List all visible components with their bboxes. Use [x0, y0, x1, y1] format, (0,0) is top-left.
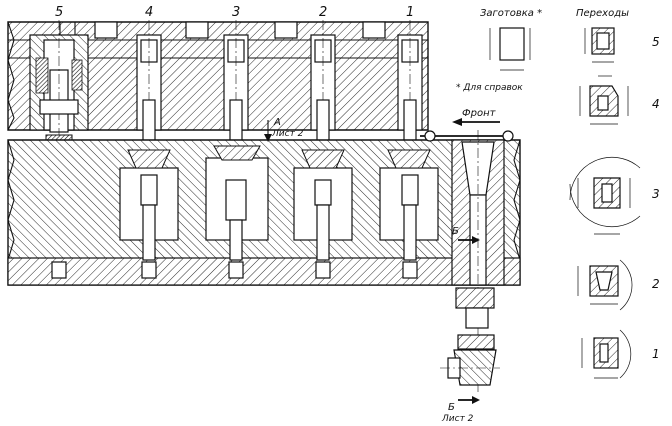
transition-number-2: 2 — [652, 277, 660, 291]
lower-die-block — [7, 139, 521, 286]
transition-3-sketch — [569, 156, 641, 235]
transition-number-1: 1 — [652, 347, 660, 361]
transition-numbers: 5 4 3 2 1 — [652, 35, 660, 361]
station-labels: 5 4 3 2 1 — [55, 5, 414, 20]
blank-title: Заготовка * — [480, 8, 542, 19]
punch-station-3 — [223, 20, 249, 265]
station-label-5: 5 — [55, 5, 63, 20]
view-a-letter: А — [273, 117, 281, 128]
station-label-3: 3 — [232, 5, 240, 20]
feed-unit — [420, 118, 514, 395]
transition-5-sketch — [584, 27, 615, 63]
section-b-letter-bottom: Б — [448, 402, 455, 413]
section-line-b — [458, 236, 480, 404]
transition-number-4: 4 — [652, 97, 660, 111]
blank-sketch — [489, 27, 531, 71]
station-label-1: 1 — [406, 5, 414, 20]
station-label-4: 4 — [145, 5, 153, 20]
transition-4-sketch — [579, 75, 629, 125]
transition-2-sketch — [577, 259, 633, 311]
station-label-2: 2 — [319, 5, 327, 20]
transitions-title: Переходы — [576, 8, 629, 19]
view-arrow-a — [264, 120, 272, 142]
transition-number-3: 3 — [652, 187, 660, 201]
section-b-letter-top: Б — [452, 226, 459, 237]
reference-note: * Для справок — [456, 83, 523, 93]
section-b-sheet: Лист 2 — [441, 414, 474, 424]
transition-1-sketch — [581, 329, 632, 379]
view-a-sheet: Лист 2 — [271, 129, 304, 139]
transition-number-5: 5 — [652, 35, 660, 49]
front-label: Фронт — [462, 108, 497, 119]
